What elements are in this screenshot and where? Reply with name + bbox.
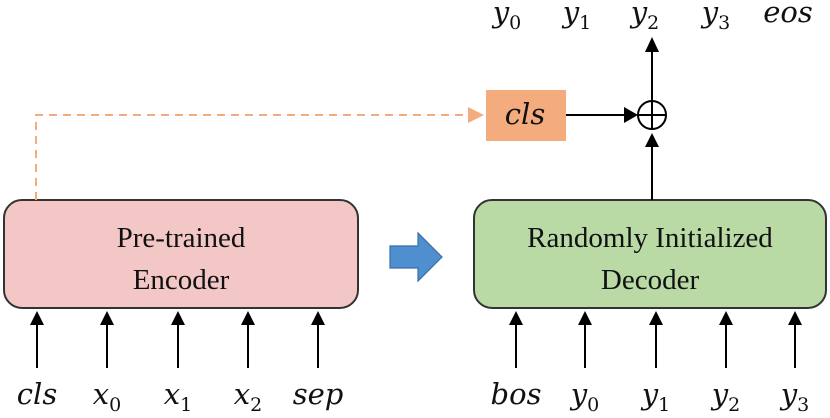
combine-to-output-arrowhead: [645, 37, 659, 52]
decoder-input-token-subscript: 0: [587, 394, 599, 416]
cls-box-label: cls: [505, 97, 545, 131]
decoder-input-token: y2: [710, 377, 740, 416]
decoder-input-token-subscript: 3: [797, 394, 809, 416]
encoder-input-token: sep: [293, 377, 344, 411]
decoder-input-token: y1: [640, 377, 670, 416]
decoder-input-arrow: [509, 311, 523, 368]
cls-dashed-link: [35, 107, 484, 200]
encoder-input-token-subscript: 1: [180, 394, 192, 416]
encoder-input-token: x0: [93, 377, 121, 416]
encoder-block: Pre-trained Encoder: [3, 199, 359, 309]
decoder-output-token: y1: [561, 0, 591, 34]
decoder-input-token: y3: [779, 377, 809, 416]
encoder-input-token: x1: [164, 377, 192, 416]
decoder-output-token-subscript: 0: [509, 12, 521, 34]
encoder-label-line1: Pre-trained: [117, 222, 246, 254]
decoder-output-token-subscript: 2: [647, 12, 659, 34]
decoder-output-token: eos: [763, 0, 813, 29]
decoder-outputs: y0 y1 y2 y3 eos: [491, 0, 813, 34]
cls-vector-block: cls: [486, 90, 566, 141]
encoder-input-arrow: [171, 311, 185, 368]
decoder-output-token: y2: [629, 0, 659, 34]
encoder-input-token: x2: [234, 377, 262, 416]
decoder-input-arrow: [649, 311, 663, 368]
encoder-input-arrow: [241, 311, 255, 368]
encoder-input-arrow: [30, 311, 44, 368]
encoder-inputs: cls x0 x1 x2 sep: [17, 311, 344, 416]
decoder-block: Randomly Initialized Decoder: [473, 199, 827, 309]
decoder-input-token-subscript: 1: [658, 394, 670, 416]
decoder-label-line1: Randomly Initialized: [527, 222, 773, 254]
encoder-label-line2: Encoder: [133, 264, 230, 296]
decoder-output-token: y0: [491, 0, 521, 34]
decoder-output-token-subscript: 1: [579, 12, 591, 34]
decoder-to-combine-arrowhead: [645, 133, 659, 147]
decoder-inputs: bos y0 y1 y2 y3: [491, 311, 809, 416]
encoder-input-token-subscript: 0: [109, 394, 121, 416]
decoder-output-token: y3: [700, 0, 730, 34]
encoder-input-arrow: [311, 311, 325, 368]
encoder-input-token-subscript: 2: [250, 394, 262, 416]
cls-to-combine-arrowhead: [624, 107, 638, 123]
encoder-input-token: cls: [17, 377, 57, 411]
decoder-input-arrow: [578, 311, 592, 368]
decoder-box: [473, 199, 827, 309]
cls-box: [486, 90, 566, 141]
combine-operator: [637, 100, 667, 130]
decoder-input-token: y0: [569, 377, 599, 416]
transfer-arrow: [389, 231, 443, 283]
dashed-link-line: [35, 114, 470, 200]
decoder-output-token-subscript: 3: [718, 12, 730, 34]
decoder-label-line2: Decoder: [601, 264, 700, 296]
decoder-input-token-subscript: 2: [728, 394, 740, 416]
decoder-input-token: bos: [491, 377, 542, 411]
decoder-input-arrow: [788, 311, 802, 368]
dashed-link-arrowhead: [468, 107, 484, 123]
encoder-box: [3, 199, 359, 309]
decoder-input-arrow: [719, 311, 733, 368]
encoder-input-arrow: [100, 311, 114, 368]
